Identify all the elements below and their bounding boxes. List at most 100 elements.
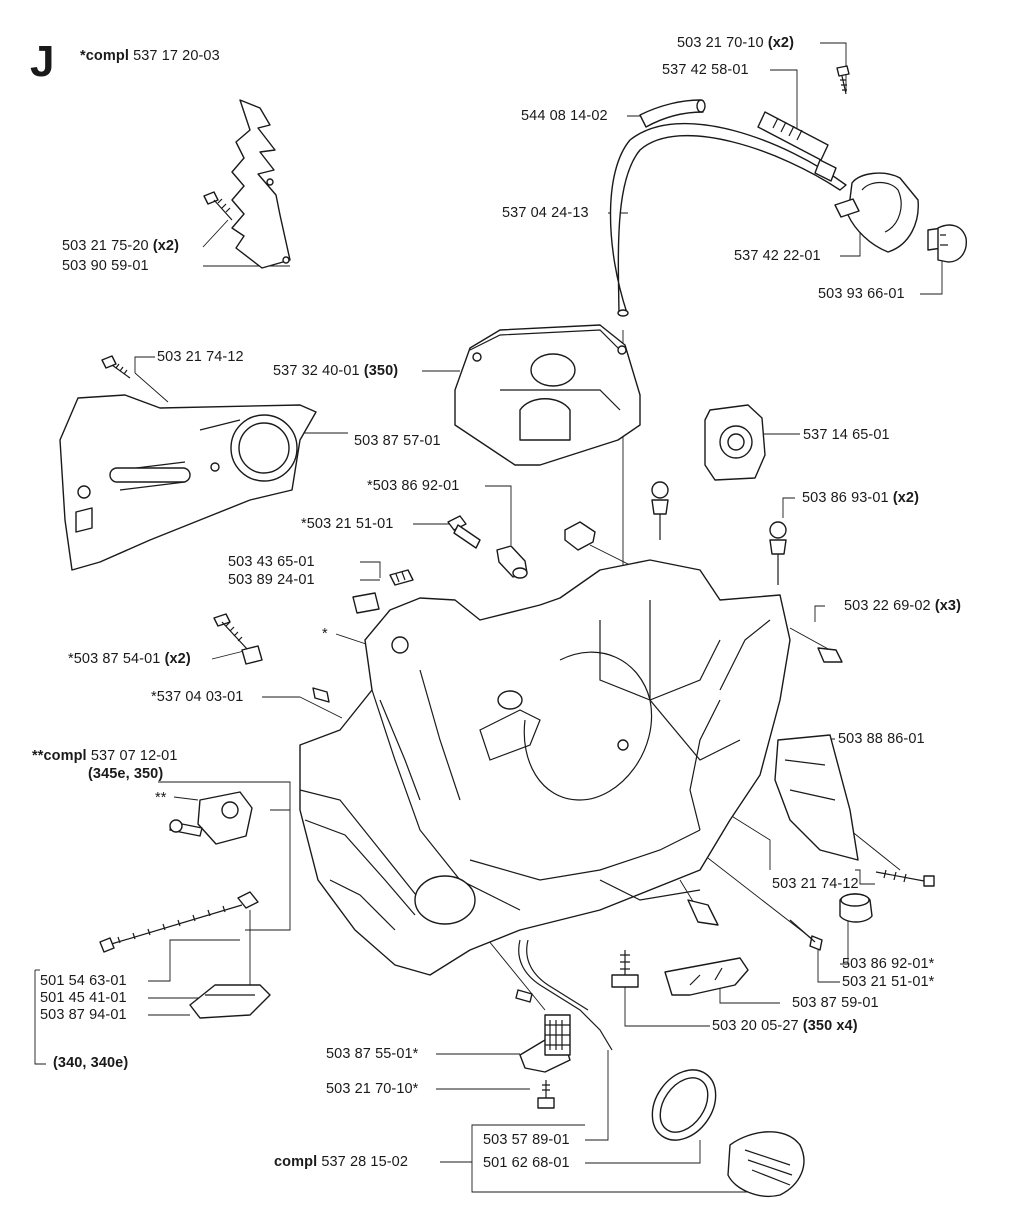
- label-l10[interactable]: 537 32 40-01 (350): [273, 363, 398, 379]
- rubber-mount: [496, 545, 528, 579]
- label-l34[interactable]: (340, 340e): [53, 1055, 128, 1071]
- label-l27-text: 503 86 92-01*: [842, 956, 935, 972]
- cover-screw: [101, 355, 131, 379]
- label-l5[interactable]: 537 42 22-01: [734, 248, 821, 264]
- label-l19[interactable]: *: [322, 626, 328, 642]
- label-l12[interactable]: 537 14 65-01: [803, 427, 890, 443]
- oil-filter: [519, 1014, 571, 1073]
- label-l39[interactable]: 501 62 68-01: [483, 1155, 570, 1171]
- label-l15-qty: (x2): [892, 490, 919, 506]
- label-l20-text: *503 87 54-01: [68, 651, 161, 667]
- bracket-bottom: [664, 957, 749, 996]
- label-l14-text: *503 21 51-01: [301, 516, 394, 532]
- bar-bolt: [213, 613, 263, 665]
- label-l17-text: 503 89 24-01: [228, 572, 315, 588]
- label-l27[interactable]: 503 86 92-01*: [842, 956, 934, 972]
- label-l10-text: 537 32 40-01: [273, 363, 360, 379]
- label-l7-qty: (x2): [152, 238, 179, 254]
- label-l7-text: 503 21 75-20: [62, 238, 149, 254]
- label-l38-text: 537 28 15-02: [321, 1154, 409, 1170]
- label-l38[interactable]: compl 537 28 15-02: [274, 1154, 408, 1170]
- primer-housing: [834, 172, 919, 253]
- label-l28-text: 503 21 51-01*: [842, 974, 935, 990]
- label-l24[interactable]: (345e, 350): [88, 766, 163, 782]
- clutch-cover: [59, 394, 317, 571]
- label-l21[interactable]: *537 04 03-01: [151, 689, 243, 705]
- intake-boot: [704, 404, 766, 481]
- label-l1-qty: (x2): [767, 35, 794, 51]
- spring-pin: [389, 569, 414, 586]
- oil-filter-screw: [537, 1080, 555, 1109]
- label-l6-text: 503 93 66-01: [818, 286, 905, 302]
- label-l3-text: 544 08 14-02: [521, 108, 608, 124]
- section-letter: J: [30, 37, 55, 86]
- label-l6[interactable]: 503 93 66-01: [818, 286, 905, 302]
- label-l10-qty: (350): [363, 363, 399, 379]
- label-l25-text: **: [155, 790, 167, 806]
- label-l26-text: 503 21 74-12: [772, 876, 859, 892]
- label-l2-text: 537 42 58-01: [662, 62, 749, 78]
- label-l17[interactable]: 503 89 24-01: [228, 572, 315, 588]
- annular-buffer-l: [651, 481, 669, 540]
- chain-guide-plate: [189, 984, 271, 1019]
- label-l35-text: 503 87 55-01*: [326, 1046, 419, 1062]
- label-l23-prefix: **compl: [32, 748, 87, 764]
- label-l12-text: 537 14 65-01: [803, 427, 890, 443]
- label-l20[interactable]: *503 87 54-01 (x2): [68, 651, 191, 667]
- label-l11-text: 503 87 57-01: [354, 433, 441, 449]
- label-l33[interactable]: 503 20 05-27 (350 x4): [712, 1018, 858, 1034]
- label-l3[interactable]: 544 08 14-02: [521, 108, 608, 124]
- label-l29-text: 501 54 63-01: [40, 973, 127, 989]
- label-l16-text: 503 43 65-01: [228, 554, 315, 570]
- label-l13[interactable]: *503 86 92-01: [367, 478, 459, 494]
- label-l29[interactable]: 501 54 63-01: [40, 973, 127, 989]
- label-l33-text: 503 20 05-27: [712, 1018, 799, 1034]
- label-l30[interactable]: 501 45 41-01: [40, 990, 127, 1006]
- label-l18-qty: (x3): [934, 598, 961, 614]
- label-l36-text: 503 21 70-10*: [326, 1081, 419, 1097]
- label-l31[interactable]: 503 87 94-01: [40, 1007, 127, 1023]
- dowel-pin: [447, 515, 481, 549]
- label-l13-text: *503 86 92-01: [367, 478, 460, 494]
- crankcase: [299, 559, 791, 976]
- label-l34-qty: (340, 340e): [53, 1055, 129, 1071]
- label-l25[interactable]: **: [155, 790, 167, 806]
- label-l1[interactable]: 503 21 70-10 (x2): [677, 35, 794, 51]
- label-l37[interactable]: 503 57 89-01: [483, 1132, 570, 1148]
- fuel-tube-short: [639, 99, 706, 128]
- side-plate: [774, 734, 859, 861]
- label-l22[interactable]: 503 88 86-01: [838, 731, 925, 747]
- primer-bulb: [927, 224, 967, 263]
- label-l14[interactable]: *503 21 51-01: [301, 516, 393, 532]
- fuel-hose: [609, 122, 847, 317]
- label-l28[interactable]: 503 21 51-01*: [842, 974, 934, 990]
- label-l22-text: 503 88 86-01: [838, 731, 925, 747]
- label-l7[interactable]: 503 21 75-20 (x2): [62, 238, 179, 254]
- label-l2[interactable]: 537 42 58-01: [662, 62, 749, 78]
- label-l23-text: 537 07 12-01: [90, 748, 178, 764]
- label-l36[interactable]: 503 21 70-10*: [326, 1081, 418, 1097]
- label-l31-text: 503 87 94-01: [40, 1007, 127, 1023]
- stud-bottom: [611, 950, 639, 988]
- label-l19-text: *: [322, 626, 328, 642]
- spike-bumper: [231, 99, 291, 269]
- label-l26[interactable]: 503 21 74-12: [772, 876, 859, 892]
- oil-line: [515, 939, 613, 1051]
- label-l8[interactable]: 503 90 59-01: [62, 258, 149, 274]
- label-l35[interactable]: 503 87 55-01*: [326, 1046, 418, 1062]
- label-l9[interactable]: 503 21 74-12: [157, 349, 244, 365]
- label-l21-text: *537 04 03-01: [151, 689, 244, 705]
- screw-top: [836, 65, 850, 95]
- label-l15[interactable]: 503 86 93-01 (x2): [802, 490, 919, 506]
- tensioner-screw: [99, 891, 259, 953]
- label-l11[interactable]: 503 87 57-01: [354, 433, 441, 449]
- label-l20-qty: (x2): [164, 651, 191, 667]
- label-l4[interactable]: 537 04 24-13: [502, 205, 589, 221]
- label-l32[interactable]: 503 87 59-01: [792, 995, 879, 1011]
- label-l5-text: 537 42 22-01: [734, 248, 821, 264]
- rubber-buffer-right: [839, 893, 873, 923]
- label-l16[interactable]: 503 43 65-01: [228, 554, 315, 570]
- label-l23[interactable]: **compl 537 07 12-01: [32, 748, 178, 764]
- label-l18[interactable]: 503 22 69-02 (x3): [844, 598, 961, 614]
